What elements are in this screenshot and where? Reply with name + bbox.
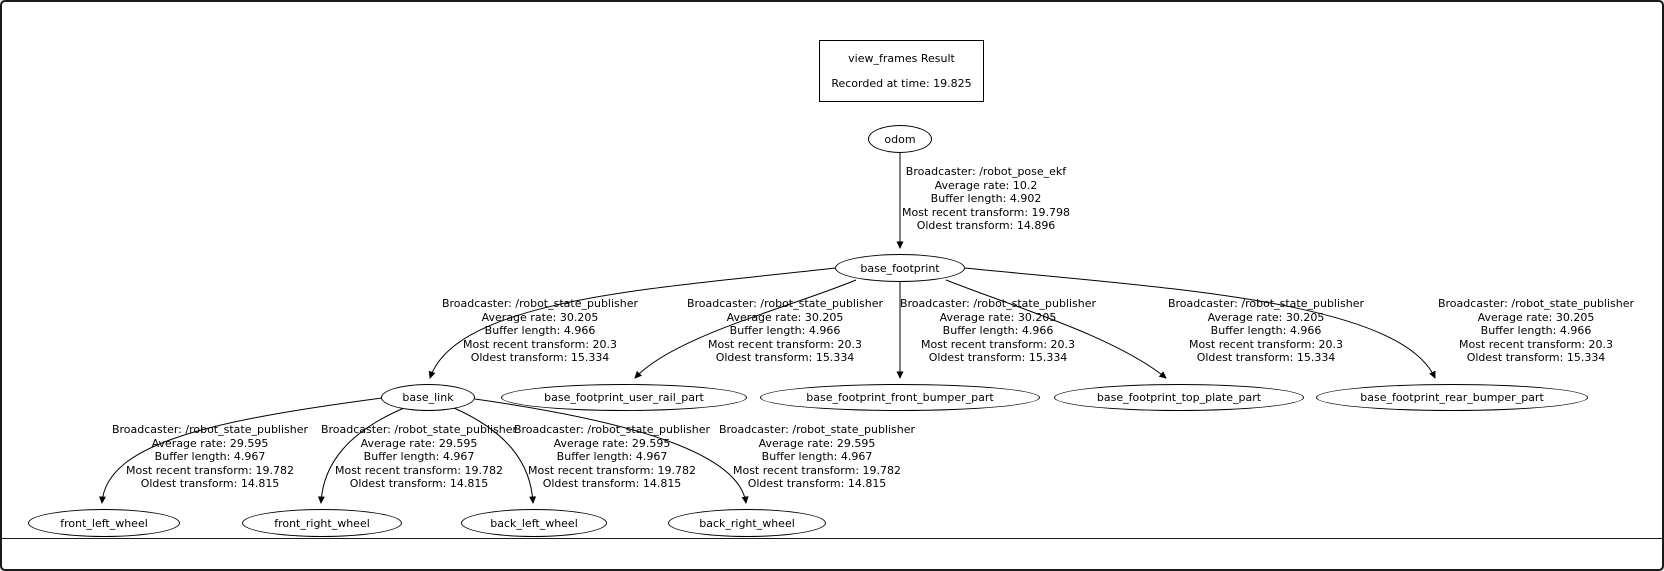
edge-oldest-transform: Oldest transform: 15.334 xyxy=(470,351,610,364)
edge-label-base_link-back_left_wheel: Broadcaster: /robot_state_publisher Aver… xyxy=(492,423,732,491)
edge-label-base_footprint-base_link: Broadcaster: /robot_state_publisher Aver… xyxy=(420,297,660,365)
edge-broadcaster: Broadcaster: /robot_state_publisher xyxy=(686,297,884,310)
edge-base_footprint-to-base_link xyxy=(428,267,836,379)
edge-most-recent-transform: Most recent transform: 20.3 xyxy=(1188,337,1344,351)
node-base_footprint_user_rail_part: base_footprint_user_rail_part xyxy=(501,384,747,411)
node-label: back_left_wheel xyxy=(490,516,578,530)
edge-label-base_footprint-front_bumper: Broadcaster: /robot_state_publisher Aver… xyxy=(878,297,1118,365)
edge-base_footprint-to-base_footprint_rear_bumper_part xyxy=(964,267,1436,379)
edge-buffer-length: Buffer length: 4.966 xyxy=(942,324,1054,337)
edge-oldest-transform: Oldest transform: 15.334 xyxy=(1466,351,1606,364)
result-box-title: view_frames Result xyxy=(848,52,955,66)
edge-buffer-length: Buffer length: 4.966 xyxy=(484,324,596,337)
edge-most-recent-transform: Most recent transform: 20.3 xyxy=(920,337,1076,351)
node-label: base_footprint_rear_bumper_part xyxy=(1360,391,1544,404)
edge-most-recent-transform: Most recent transform: 20.3 xyxy=(1458,337,1614,351)
node-front_left_wheel: front_left_wheel xyxy=(28,509,180,537)
edge-broadcaster: Broadcaster: /robot_state_publisher xyxy=(111,423,309,436)
node-label: odom xyxy=(884,132,916,146)
edge-average-rate: Average rate: 29.595 xyxy=(360,436,478,450)
edge-most-recent-transform: Most recent transform: 19.782 xyxy=(527,463,697,477)
node-base_footprint_top_plate_part: base_footprint_top_plate_part xyxy=(1054,384,1304,411)
node-label: base_footprint_user_rail_part xyxy=(544,391,704,404)
edge-most-recent-transform: Most recent transform: 20.3 xyxy=(707,337,863,351)
node-back_left_wheel: back_left_wheel xyxy=(461,509,607,537)
node-base_link: base_link xyxy=(381,384,475,411)
edge-oldest-transform: Oldest transform: 14.815 xyxy=(349,477,489,490)
edge-buffer-length: Buffer length: 4.902 xyxy=(930,192,1042,205)
edge-base_footprint-to-base_footprint_top_plate_part xyxy=(945,279,1167,379)
edge-most-recent-transform: Most recent transform: 20.3 xyxy=(462,337,618,351)
edge-base_link-to-front_left_wheel xyxy=(98,397,383,504)
edge-base_link-to-back_left_wheel xyxy=(453,407,537,504)
edge-buffer-length: Buffer length: 4.967 xyxy=(154,450,266,463)
edge-oldest-transform: Oldest transform: 14.815 xyxy=(140,477,280,490)
result-box-recorded-time: Recorded at time: 19.825 xyxy=(831,76,972,90)
edge-most-recent-transform: Most recent transform: 19.798 xyxy=(901,205,1071,219)
edge-average-rate: Average rate: 30.205 xyxy=(726,310,844,324)
edge-average-rate: Average rate: 29.595 xyxy=(758,436,876,450)
edge-oldest-transform: Oldest transform: 15.334 xyxy=(1196,351,1336,364)
edge-oldest-transform: Oldest transform: 15.334 xyxy=(715,351,855,364)
edge-buffer-length: Buffer length: 4.967 xyxy=(363,450,475,463)
canvas-bottom-border xyxy=(2,538,1662,539)
edge-buffer-length: Buffer length: 4.966 xyxy=(729,324,841,337)
edge-label-base_footprint-user_rail: Broadcaster: /robot_state_publisher Aver… xyxy=(665,297,905,365)
node-label: base_footprint xyxy=(860,261,940,275)
edge-base_footprint-to-base_footprint_user_rail_part xyxy=(634,279,857,379)
edge-oldest-transform: Oldest transform: 14.896 xyxy=(916,219,1056,232)
edge-broadcaster: Broadcaster: /robot_pose_ekf xyxy=(905,165,1067,178)
view-frames-result-box: view_frames Result Recorded at time: 19.… xyxy=(819,40,984,102)
node-label: back_right_wheel xyxy=(699,516,795,530)
edge-base_link-to-front_right_wheel xyxy=(317,407,405,504)
edge-most-recent-transform: Most recent transform: 19.782 xyxy=(125,463,295,477)
edge-broadcaster: Broadcaster: /robot_state_publisher xyxy=(718,423,916,436)
edge-label-base_footprint-rear_bumper: Broadcaster: /robot_state_publisher Aver… xyxy=(1416,297,1656,365)
node-base_footprint_front_bumper_part: base_footprint_front_bumper_part xyxy=(760,384,1040,411)
edge-broadcaster: Broadcaster: /robot_state_publisher xyxy=(899,297,1097,310)
edge-broadcaster: Broadcaster: /robot_state_publisher xyxy=(1437,297,1635,310)
edge-most-recent-transform: Most recent transform: 19.782 xyxy=(334,463,504,477)
node-front_right_wheel: front_right_wheel xyxy=(242,509,402,537)
node-base_footprint_rear_bumper_part: base_footprint_rear_bumper_part xyxy=(1316,384,1588,411)
edge-buffer-length: Buffer length: 4.967 xyxy=(761,450,873,463)
edge-oldest-transform: Oldest transform: 14.815 xyxy=(747,477,887,490)
node-label: front_right_wheel xyxy=(274,516,370,530)
node-label: base_link xyxy=(402,391,454,404)
edge-label-base_link-front_left_wheel: Broadcaster: /robot_state_publisher Aver… xyxy=(90,423,330,491)
edge-average-rate: Average rate: 30.205 xyxy=(1207,310,1325,324)
edge-buffer-length: Buffer length: 4.966 xyxy=(1210,324,1322,337)
edge-label-base_link-back_right_wheel: Broadcaster: /robot_state_publisher Aver… xyxy=(697,423,937,491)
edge-buffer-length: Buffer length: 4.967 xyxy=(556,450,668,463)
edge-base_link-to-back_right_wheel xyxy=(474,398,749,504)
edge-average-rate: Average rate: 10.2 xyxy=(934,178,1038,192)
edge-oldest-transform: Oldest transform: 14.815 xyxy=(542,477,682,490)
edge-broadcaster: Broadcaster: /robot_state_publisher xyxy=(513,423,711,436)
edge-broadcaster: Broadcaster: /robot_state_publisher xyxy=(320,423,518,436)
edge-average-rate: Average rate: 29.595 xyxy=(553,436,671,450)
edge-label-odom-base_footprint: Broadcaster: /robot_pose_ekf Average rat… xyxy=(866,165,1106,233)
edge-buffer-length: Buffer length: 4.966 xyxy=(1480,324,1592,337)
node-label: base_footprint_top_plate_part xyxy=(1096,391,1262,404)
edge-label-base_footprint-top_plate: Broadcaster: /robot_state_publisher Aver… xyxy=(1146,297,1386,365)
edge-broadcaster: Broadcaster: /robot_state_publisher xyxy=(441,297,639,310)
edge-average-rate: Average rate: 30.205 xyxy=(1477,310,1595,324)
edge-most-recent-transform: Most recent transform: 19.782 xyxy=(732,463,902,477)
edge-broadcaster: Broadcaster: /robot_state_publisher xyxy=(1167,297,1365,310)
node-back_right_wheel: back_right_wheel xyxy=(668,509,826,537)
node-base_footprint: base_footprint xyxy=(835,254,965,282)
edge-average-rate: Average rate: 30.205 xyxy=(481,310,599,324)
edge-label-base_link-front_right_wheel: Broadcaster: /robot_state_publisher Aver… xyxy=(299,423,539,491)
edge-oldest-transform: Oldest transform: 15.334 xyxy=(928,351,1068,364)
node-label: front_left_wheel xyxy=(60,516,148,530)
node-label: base_footprint_front_bumper_part xyxy=(806,391,994,404)
edge-average-rate: Average rate: 30.205 xyxy=(939,310,1057,324)
node-odom: odom xyxy=(868,125,932,153)
edge-average-rate: Average rate: 29.595 xyxy=(151,436,269,450)
